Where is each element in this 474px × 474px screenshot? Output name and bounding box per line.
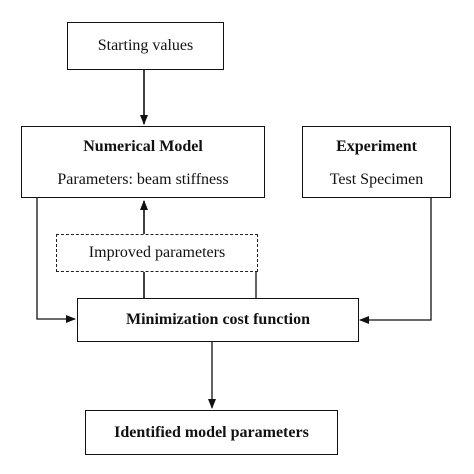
- starting-values-label: Starting values: [97, 37, 194, 54]
- arrow-experiment-to-minimization: [359, 196, 432, 324]
- experiment-subtitle: Test Specimen: [329, 171, 424, 188]
- node-minimization-cost-function: Minimization cost function: [77, 298, 359, 342]
- arrow-model-to-minimization: [36, 196, 76, 323]
- identified-label: Identified model parameters: [114, 423, 309, 441]
- improved-parameters-label: Improved parameters: [88, 244, 226, 261]
- node-identified-model-parameters: Identified model parameters: [85, 410, 338, 455]
- node-numerical-model: Numerical Model Parameters: beam stiffne…: [21, 126, 265, 198]
- experiment-title: Experiment: [336, 138, 417, 155]
- minimization-label: Minimization cost function: [126, 311, 310, 328]
- node-improved-parameters: Improved parameters: [56, 234, 258, 272]
- numerical-model-subtitle: Parameters: beam stiffness: [57, 171, 229, 188]
- numerical-model-title: Numerical Model: [83, 138, 203, 155]
- node-starting-values: Starting values: [67, 22, 224, 70]
- node-experiment: Experiment Test Specimen: [302, 126, 451, 198]
